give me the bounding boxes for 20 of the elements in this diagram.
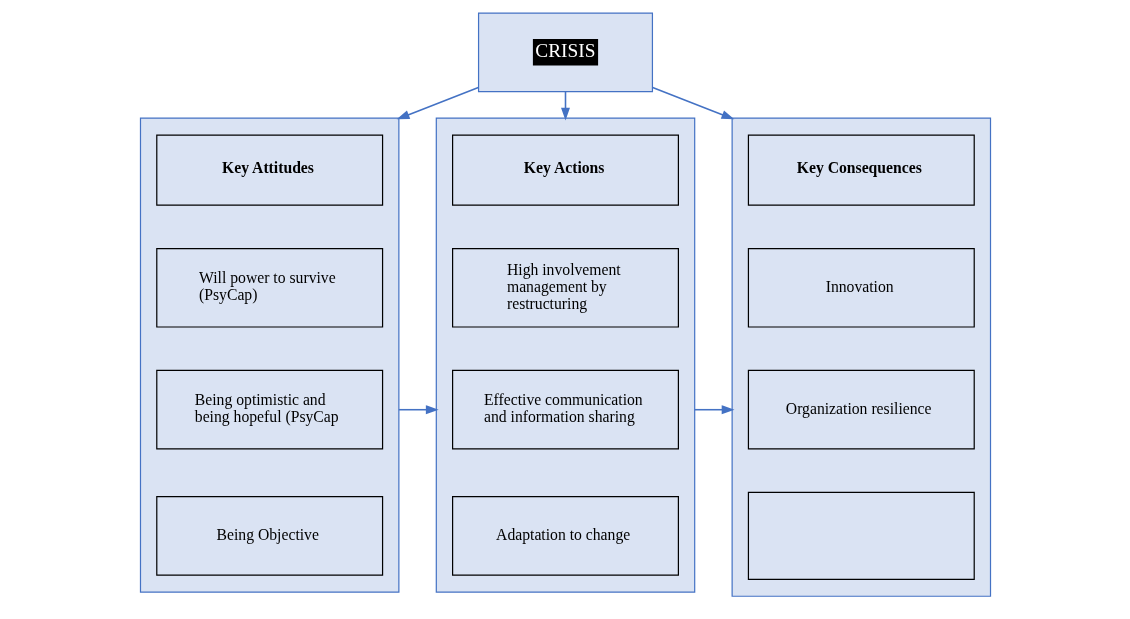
node-box: Innovation [747,247,975,328]
node-box: High involvement management by restructuring [451,247,679,328]
cluster [139,117,399,593]
node-box: Organization resilience [747,369,975,450]
arrow [693,405,734,415]
node-box: Being optimistic and being hopeful (PsyCap [155,369,383,450]
node-box [747,491,975,580]
node-box: Key Attitudes [155,134,383,206]
node-box: Key Consequences [747,134,975,206]
cluster [435,117,695,593]
node-box: CRISIS [477,12,653,93]
arrow [396,86,479,120]
arrow [651,86,734,120]
node-box: Will power to survive (PsyCap) [155,247,383,328]
node-box: Effective communication and information sharing [451,369,679,450]
cluster [731,117,991,597]
node-box: Being Objective [155,496,383,576]
node-box: Key Actions [451,134,679,206]
node-box: Adaptation to change [451,496,679,576]
arrow [397,405,439,415]
